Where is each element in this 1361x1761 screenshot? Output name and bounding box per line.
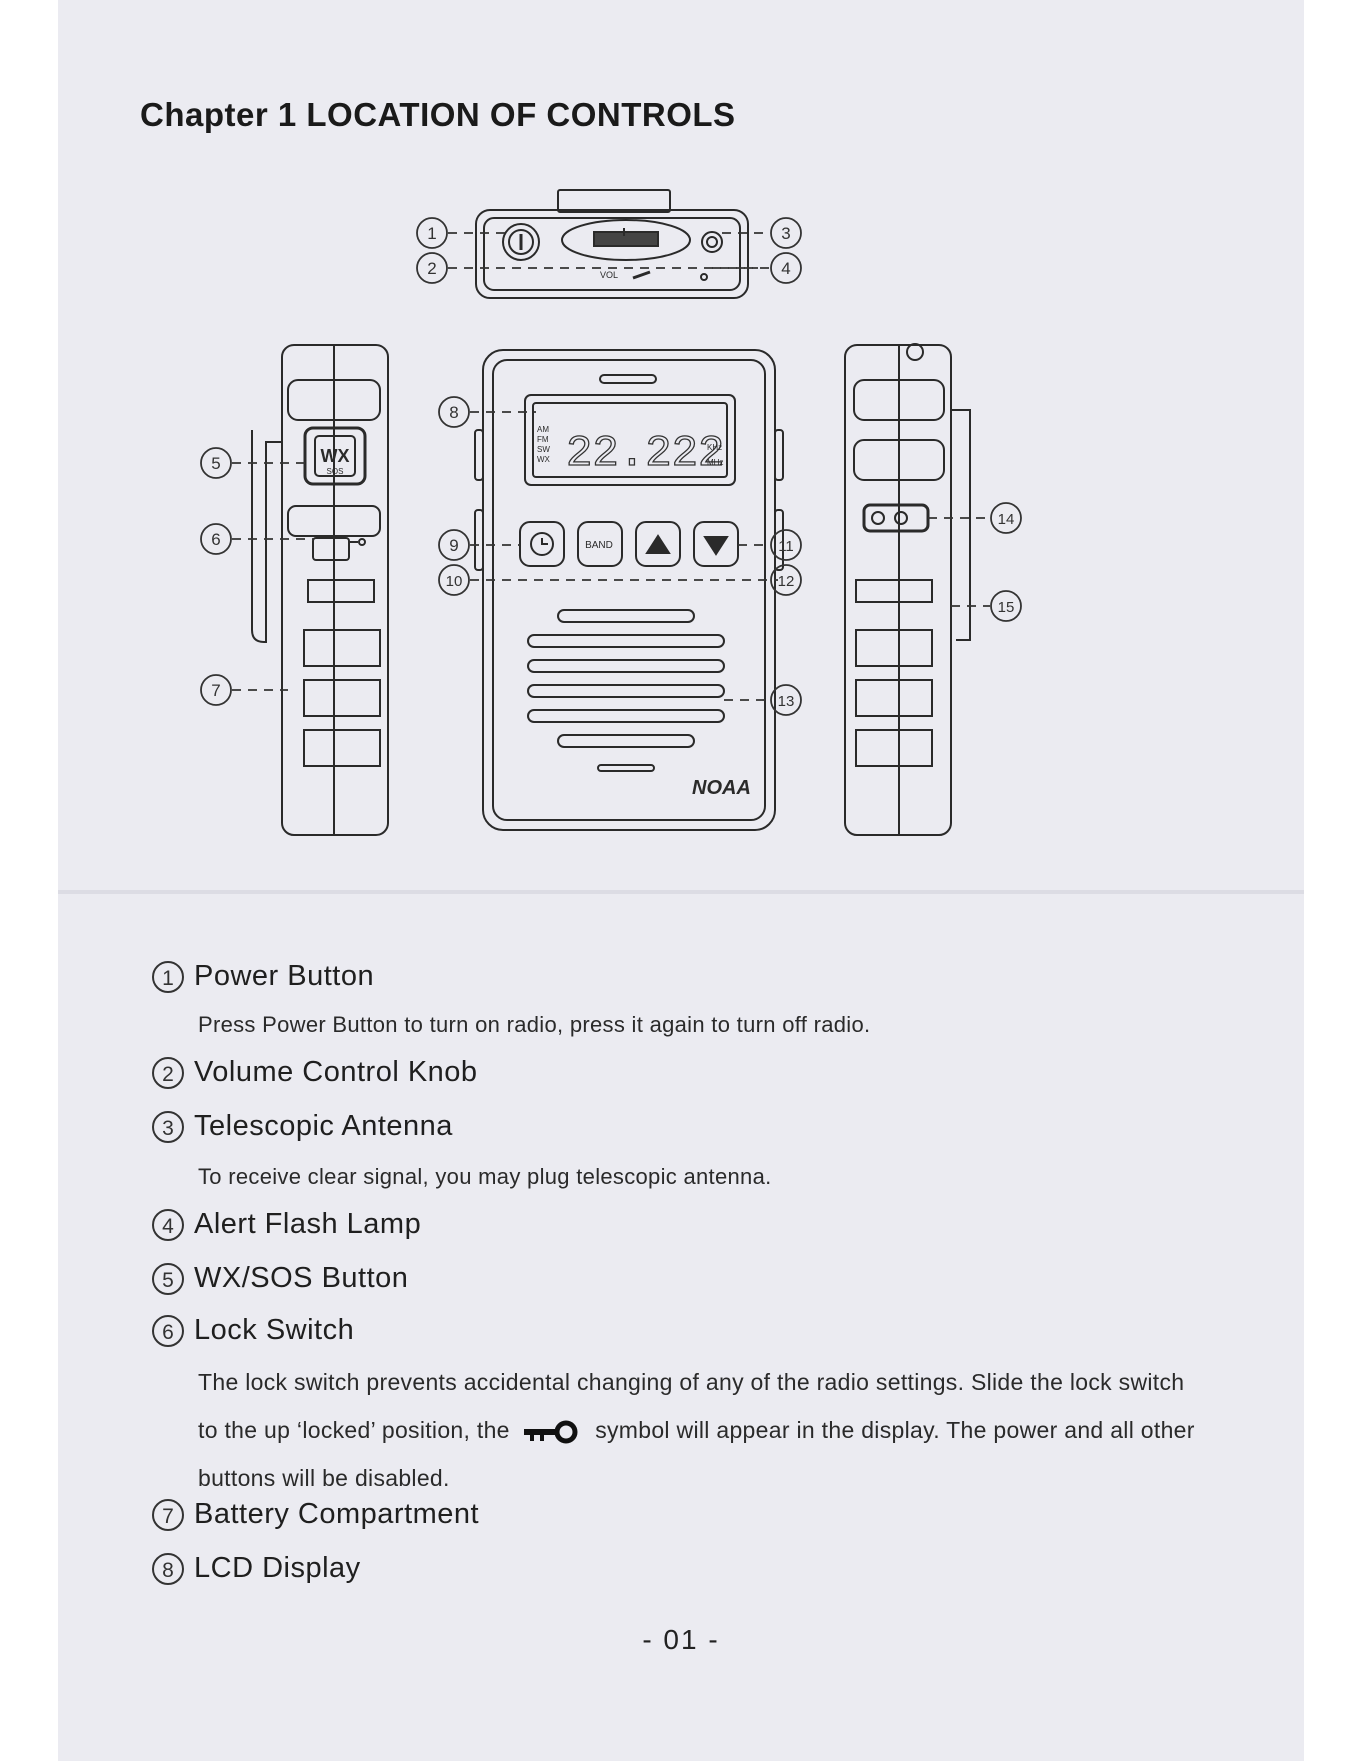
list-item: 3 Telescopic Antenna <box>152 1110 453 1143</box>
lcd-digits: 22.222 <box>566 429 724 479</box>
callout-3: 3 <box>781 224 790 243</box>
item-number: 5 <box>152 1262 184 1295</box>
callout-7: 7 <box>211 681 220 700</box>
item-title: Alert Flash Lamp <box>194 1208 422 1240</box>
lcd-mode-fm: FM <box>537 435 549 444</box>
item-number: 1 <box>152 960 184 993</box>
item-description: To receive clear signal, you may plug te… <box>198 1164 772 1189</box>
item-number: 6 <box>152 1314 184 1347</box>
item-title: Lock Switch <box>194 1314 355 1346</box>
item-title: WX/SOS Button <box>194 1262 409 1294</box>
item-title: Battery Compartment <box>194 1498 480 1530</box>
item-number: 7 <box>152 1498 184 1531</box>
list-item: 1 Power Button <box>152 960 374 993</box>
item-title: LCD Display <box>194 1552 361 1584</box>
callout-15: 15 <box>998 599 1015 616</box>
list-item: 6 Lock Switch <box>152 1314 354 1347</box>
lock-switch-description: The lock switch prevents accidental chan… <box>198 1358 1198 1502</box>
radio-right-side-view <box>844 343 971 836</box>
callout-5: 5 <box>211 454 220 473</box>
lcd-mode-wx: WX <box>537 455 551 464</box>
callout-2: 2 <box>427 259 436 278</box>
lcd-unit-khz: KHz <box>707 443 722 452</box>
sos-button-label: SOS <box>327 467 344 476</box>
lcd-mode-am: AM <box>537 425 549 434</box>
vol-label: VOL <box>600 270 618 280</box>
list-item: 2 Volume Control Knob <box>152 1056 478 1089</box>
list-item: 4 Alert Flash Lamp <box>152 1208 421 1241</box>
item-number: 3 <box>152 1110 184 1143</box>
callout-1: 1 <box>427 224 436 243</box>
item-title: Power Button <box>194 960 375 992</box>
wx-button-label: WX <box>321 446 350 466</box>
chapter-title: Chapter 1 LOCATION OF CONTROLS <box>140 96 736 133</box>
lcd-unit-mhz: MHz <box>707 458 723 467</box>
key-lock-icon <box>524 1420 578 1444</box>
band-button-label: BAND <box>585 540 613 551</box>
item-title: Telescopic Antenna <box>194 1110 453 1142</box>
radio-diagram: VOL WX SOS BAND 22.222 AM FM SW WX KHz M… <box>200 189 1022 836</box>
callout-6: 6 <box>211 530 220 549</box>
lock-desc-part1: The lock switch prevents accidental chan… <box>198 1369 1185 1443</box>
page-number: - 01 - <box>642 1624 720 1655</box>
item-title: Volume Control Knob <box>194 1056 478 1088</box>
callout-8: 8 <box>449 403 458 422</box>
item-description: Press Power Button to turn on radio, pre… <box>198 1012 871 1037</box>
callout-12: 12 <box>778 573 795 590</box>
lock-desc-part2: symbol will appear in the display. The p… <box>198 1417 1195 1491</box>
callout-14: 14 <box>998 511 1015 528</box>
item-number: 4 <box>152 1208 184 1241</box>
noaa-logo-text: NOAA <box>692 777 751 799</box>
lcd-mode-sw: SW <box>537 445 550 454</box>
radio-left-side-view <box>251 344 389 836</box>
callout-9: 9 <box>449 536 458 555</box>
callout-10: 10 <box>446 573 463 590</box>
radio-top-view <box>475 189 749 299</box>
list-item: 5 WX/SOS Button <box>152 1262 408 1295</box>
item-number: 2 <box>152 1056 184 1089</box>
list-item: 8 LCD Display <box>152 1552 361 1585</box>
callout-4: 4 <box>781 259 790 278</box>
callout-13: 13 <box>778 693 795 710</box>
manual-page: Chapter 1 LOCATION OF CONTROLS <box>58 0 1304 1761</box>
radio-front-view <box>474 349 784 831</box>
list-item: 7 Battery Compartment <box>152 1498 479 1531</box>
item-number: 8 <box>152 1552 184 1585</box>
callout-11: 11 <box>778 538 794 555</box>
